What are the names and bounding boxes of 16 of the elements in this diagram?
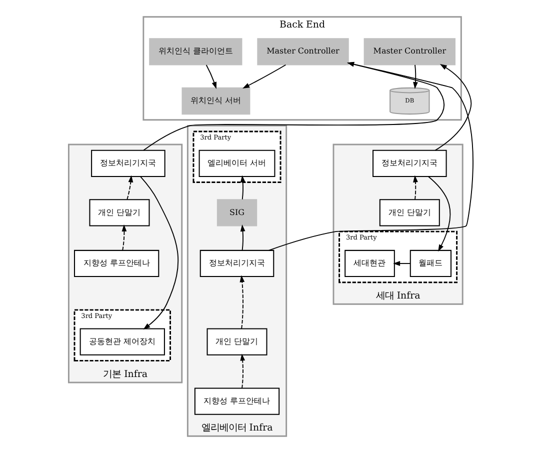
arrow — [239, 275, 244, 330]
arrow — [268, 62, 473, 251]
arrow — [142, 62, 444, 151]
arrow — [240, 175, 245, 200]
arrow — [412, 175, 418, 200]
arrow — [240, 354, 245, 389]
arrow — [434, 64, 472, 151]
arrow — [427, 176, 450, 252]
arrow — [121, 224, 126, 251]
arrow — [126, 175, 133, 200]
arrow — [140, 176, 178, 330]
arrow — [242, 64, 286, 89]
arrow — [412, 64, 418, 90]
arrow — [240, 224, 245, 251]
arrow — [392, 261, 410, 266]
arrow — [205, 64, 216, 89]
